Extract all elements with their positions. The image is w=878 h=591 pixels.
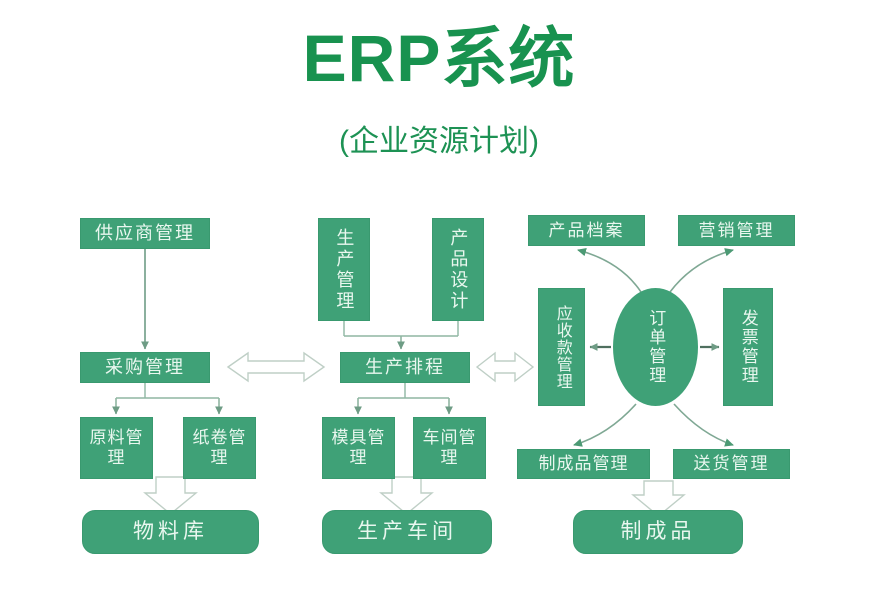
connector-production-inputs-to-schedule: [343, 321, 459, 350]
node-invoice-management[interactable]: 发票管理: [723, 288, 773, 406]
node-product-archive[interactable]: 产品档案: [528, 215, 645, 246]
page-title: ERP系统: [302, 21, 576, 95]
node-raw-material-management[interactable]: 原料管理: [80, 417, 153, 479]
connector-order-to-marketing-curve: [669, 248, 734, 293]
connector-order-to-prodfile-curve: [577, 248, 642, 293]
node-marketing-management[interactable]: 营销管理: [678, 215, 795, 246]
connector-schedule-to-production-units: [354, 383, 453, 415]
connector-materials-to-matstore: [143, 476, 198, 515]
node-supplier-management[interactable]: 供应商管理: [80, 218, 210, 249]
connector-purchase-to-materials: [112, 383, 223, 415]
node-production-workshop[interactable]: 生产车间: [322, 510, 492, 554]
connector-order-to-delivery-curve: [673, 403, 734, 447]
node-finished-goods[interactable]: 制成品: [573, 510, 743, 554]
node-mold-management[interactable]: 模具管理: [322, 417, 395, 479]
connector-production-to-workshop: [379, 476, 434, 515]
node-material-warehouse[interactable]: 物料库: [82, 510, 259, 554]
node-paper-roll-management[interactable]: 纸卷管理: [183, 417, 256, 479]
node-delivery-management[interactable]: 送货管理: [673, 449, 790, 479]
node-order-management[interactable]: 订单管理: [613, 288, 698, 406]
node-production-management[interactable]: 生产管理: [318, 218, 370, 321]
connector-purchase-schedule-double: [226, 351, 326, 383]
page-subtitle: (企业资源计划): [339, 125, 539, 158]
node-accounts-receivable-management[interactable]: 应收款管理: [538, 288, 585, 406]
node-product-design[interactable]: 产品设计: [432, 218, 484, 321]
node-purchase-management[interactable]: 采购管理: [80, 352, 210, 383]
connector-schedule-receivable-double: [475, 351, 535, 383]
connector-order-to-finishedmgmt-curve: [573, 403, 637, 447]
node-production-schedule[interactable]: 生产排程: [340, 352, 470, 383]
node-workshop-management[interactable]: 车间管理: [413, 417, 486, 479]
node-finished-goods-management[interactable]: 制成品管理: [517, 449, 650, 479]
